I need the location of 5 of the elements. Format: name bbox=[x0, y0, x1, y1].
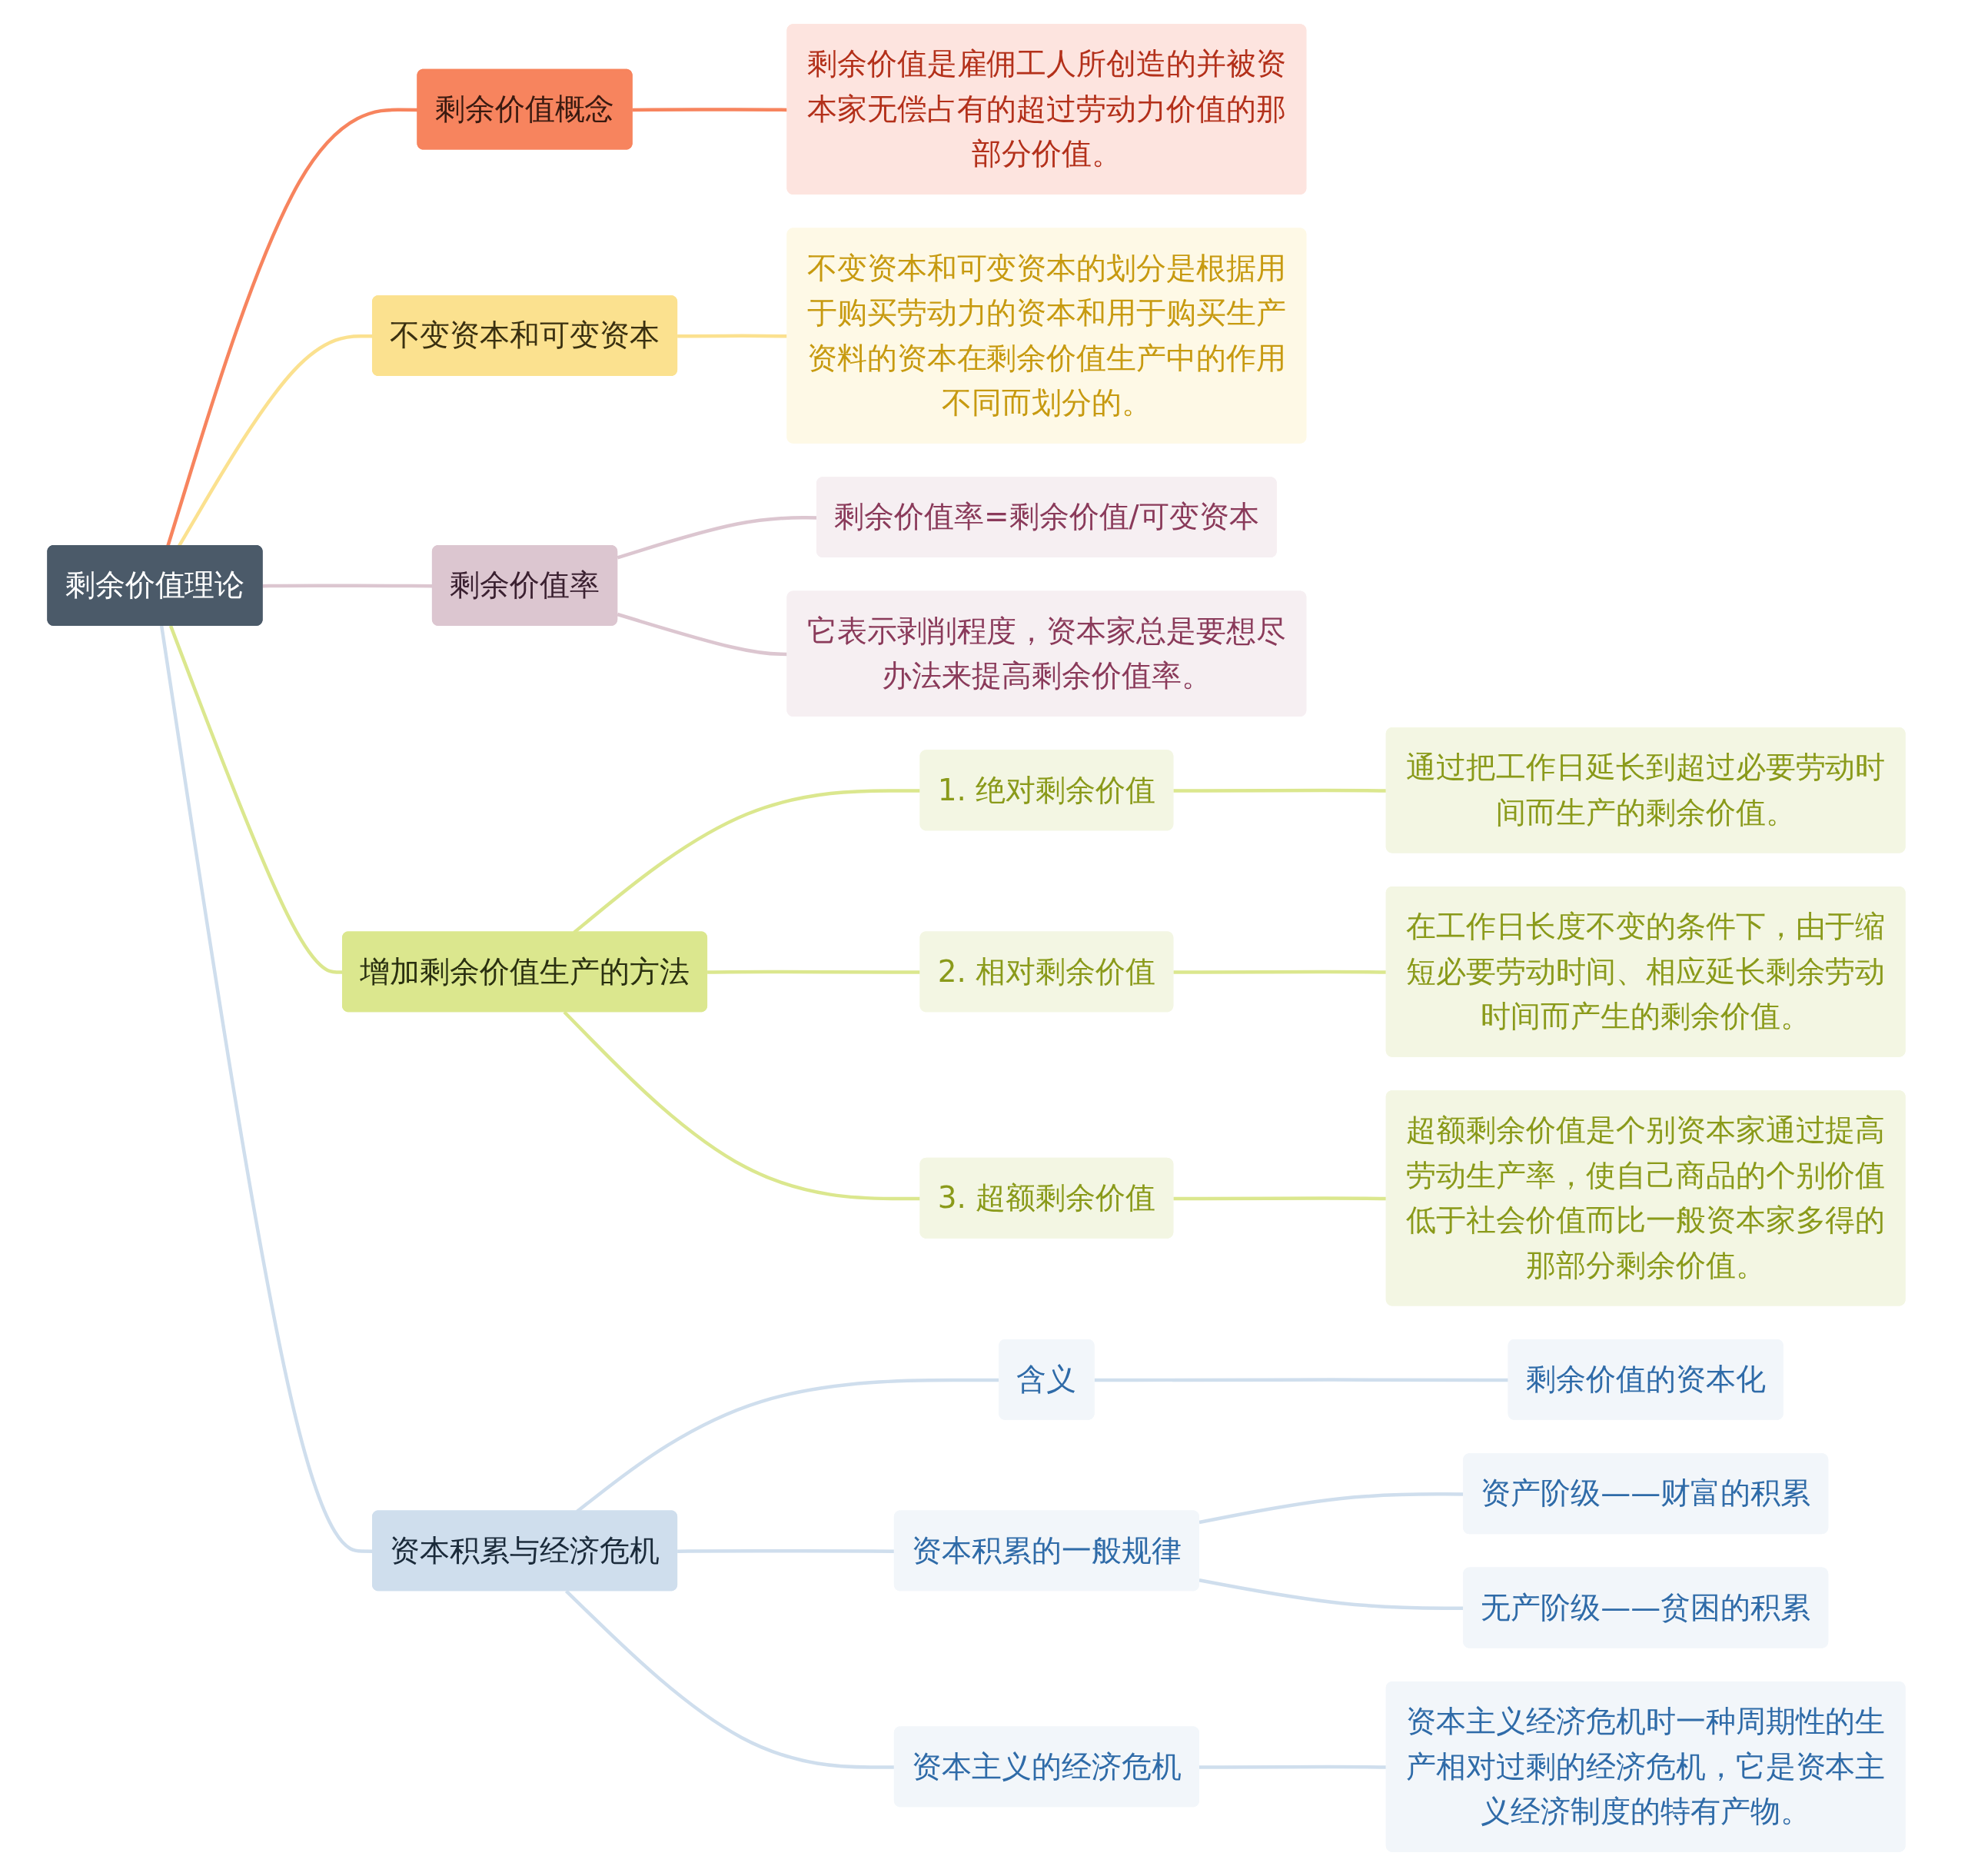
connector bbox=[707, 970, 921, 974]
connector bbox=[563, 1010, 921, 1201]
connector bbox=[632, 108, 788, 112]
connector bbox=[677, 334, 788, 338]
connector bbox=[617, 612, 788, 657]
